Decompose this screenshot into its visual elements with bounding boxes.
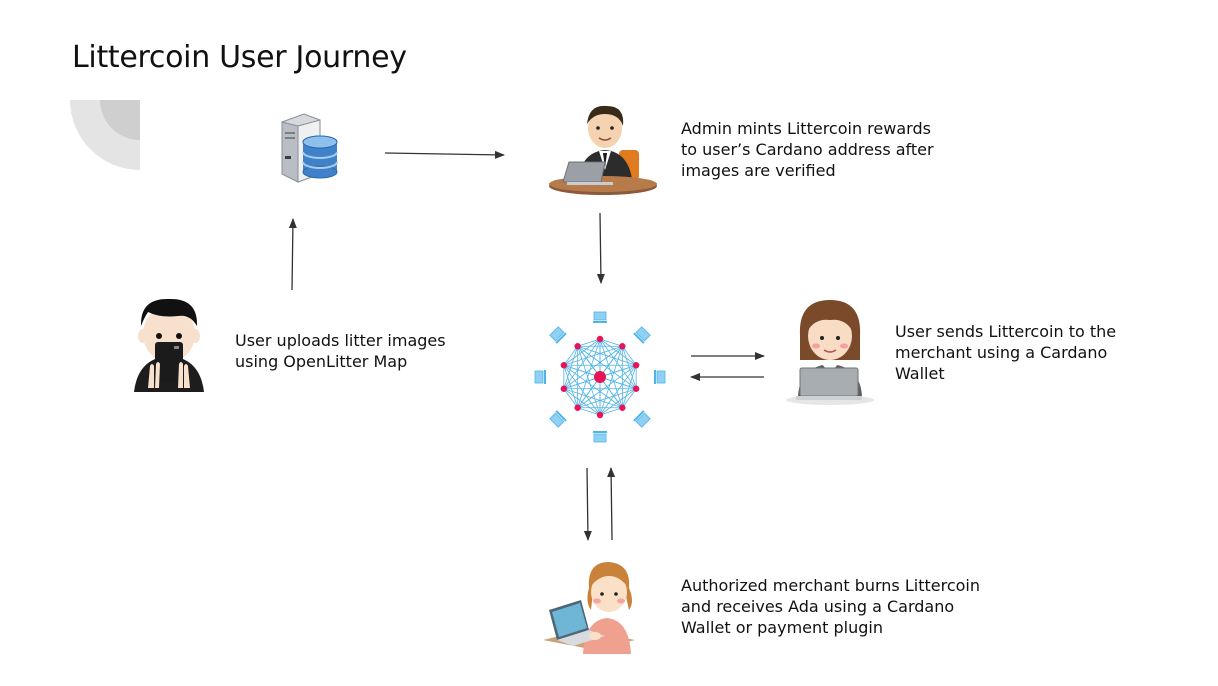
network-link	[599, 338, 637, 389]
user-with-phone-icon	[128, 296, 210, 392]
network-link	[577, 376, 601, 408]
network-device-icon	[633, 410, 651, 428]
arrow-admin-to-network	[596, 212, 605, 284]
network-device-icon	[549, 410, 567, 428]
page-title: Littercoin User Journey	[72, 40, 407, 75]
admin-at-laptop-icon	[547, 100, 659, 198]
network-link	[599, 365, 637, 416]
network-device-icon	[534, 370, 546, 384]
network-link	[563, 346, 578, 366]
network-link	[622, 346, 637, 366]
network-device-icon	[549, 326, 567, 344]
network-device-icon	[593, 431, 607, 443]
network-link	[563, 364, 601, 378]
network-device-icon	[654, 370, 666, 384]
merchant-step-label: Authorized merchant burns Littercoin and…	[681, 576, 980, 637]
arrow-network-to-merchant	[583, 467, 592, 541]
network-link	[577, 345, 637, 366]
network-link	[599, 346, 623, 378]
network-link	[577, 346, 601, 378]
network-link	[599, 364, 637, 378]
network-device-icon	[633, 326, 651, 344]
network-peer-node	[632, 385, 640, 392]
network-peer-node	[560, 362, 568, 369]
network-link	[577, 407, 601, 416]
network-peer-node	[619, 343, 626, 350]
blockchain-network-icon	[532, 309, 668, 445]
network-link	[563, 345, 623, 366]
user-step-label: User sends Littercoin to the merchant us…	[895, 322, 1117, 383]
admin-step-label: Admin mints Littercoin rewards to user’s…	[681, 119, 934, 180]
woman-at-laptop-icon	[784, 296, 876, 406]
network-link	[577, 388, 637, 409]
network-center-node	[594, 371, 606, 383]
network-link	[577, 345, 637, 390]
network-link	[599, 407, 623, 416]
network-peer-node	[574, 404, 581, 411]
arrow-server-to-admin	[384, 150, 505, 159]
database-server-icon	[276, 112, 342, 184]
network-peer-node	[596, 411, 604, 419]
arrow-merchant-to-network	[607, 467, 616, 541]
network-link	[599, 338, 623, 347]
network-peer-node	[574, 343, 581, 350]
merchant-at-laptop-icon	[543, 558, 635, 654]
network-link	[563, 376, 601, 390]
network-link	[563, 388, 623, 409]
network-link	[577, 338, 601, 347]
network-peer-node	[632, 362, 640, 369]
network-link	[622, 388, 637, 408]
network-peer-node	[596, 335, 604, 343]
network-peer-node	[619, 404, 626, 411]
network-link	[599, 376, 637, 390]
network-link	[563, 388, 578, 408]
network-device-icon	[593, 311, 607, 323]
network-link	[563, 338, 601, 389]
network-link	[563, 365, 601, 416]
network-link	[599, 376, 623, 408]
network-peer-node	[560, 385, 568, 392]
uploader-step-label: User uploads litter images using OpenLit…	[235, 331, 446, 371]
decorative-quarter-circle	[70, 100, 142, 172]
arrow-uploader-to-server	[288, 218, 297, 291]
